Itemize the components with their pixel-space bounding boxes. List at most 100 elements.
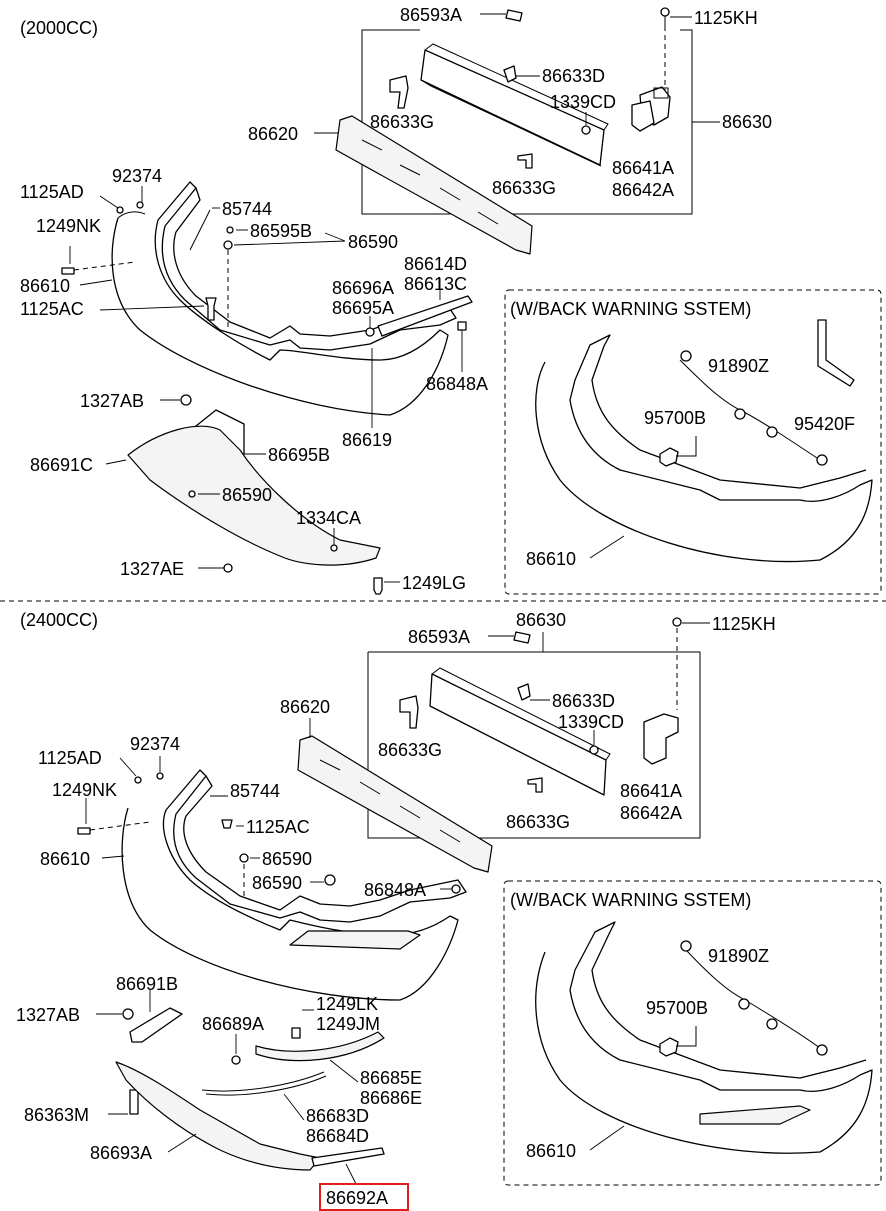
label-86630-2400: 86630 — [516, 610, 566, 630]
bolt-1125kh-2400 — [672, 617, 682, 627]
label-86610-warning-2000: 86610 — [526, 549, 576, 569]
label-95700b-2400: 95700B — [646, 998, 708, 1018]
clip-86633g-b — [517, 153, 533, 169]
trim-86692a — [311, 1147, 385, 1167]
clip-86593a-2400 — [513, 631, 531, 644]
bolt-1249lk — [291, 1027, 301, 1039]
label-85744-2400: 85744 — [230, 781, 280, 801]
bracket-86641a-2400 — [643, 713, 679, 765]
screw-1125ad-2400 — [134, 776, 142, 784]
label-86696a: 86696A — [332, 278, 394, 298]
label-92374-2400: 92374 — [130, 734, 180, 754]
label-86695a: 86695A — [332, 298, 394, 318]
warning-box-2000 — [504, 289, 882, 595]
screw-1125ad — [116, 206, 124, 214]
sensor-1-2400 — [738, 998, 750, 1010]
bracket-86691b — [129, 1007, 183, 1043]
nut-86848a — [457, 321, 467, 331]
bumper-cover-warning-2400 — [535, 921, 873, 1154]
label-86686e-2400: 86686E — [360, 1088, 422, 1108]
sensor-2-2000 — [766, 426, 778, 438]
sensor-95700b — [659, 447, 679, 467]
label-86691b-2400: 86691B — [116, 974, 178, 994]
label-85744: 85744 — [222, 199, 272, 219]
bracket-95420f — [817, 319, 855, 387]
label-1249lk-2400: 1249LK — [316, 994, 378, 1014]
label-1327ab-2400: 1327AB — [16, 1005, 80, 1025]
screw-1125ac-2400 — [221, 819, 233, 829]
label-86590-a-2400: 86590 — [262, 849, 312, 869]
warning-box-title-2000: (W/BACK WARNING SSTEM) — [510, 299, 751, 319]
label-86595b: 86595B — [250, 221, 312, 241]
bolt-1249nk — [61, 267, 75, 275]
label-1327ab: 1327AB — [80, 391, 144, 411]
label-86590-a: 86590 — [348, 232, 398, 252]
clip-86590-a-2400 — [239, 853, 249, 863]
garnish-86685e — [255, 1031, 385, 1062]
label-86614d: 86614D — [404, 254, 467, 274]
nut-1327ab-2400 — [122, 1008, 134, 1020]
clip-86595b — [226, 226, 234, 234]
label-86848a: 86848A — [426, 374, 488, 394]
label-1339cd-2400: 1339CD — [558, 712, 624, 732]
clip-86633g-a-2400 — [399, 695, 419, 729]
clip-86593a — [505, 9, 523, 22]
clip-86633g-b-2400 — [527, 777, 543, 793]
label-86363m-2400: 86363M — [24, 1105, 89, 1125]
label-86848a-2400: 86848A — [364, 880, 426, 900]
sensor-95700b-2400 — [659, 1037, 679, 1057]
label-86691c: 86691C — [30, 455, 93, 475]
label-86633d-2400: 86633D — [552, 691, 615, 711]
clip-86633g-a — [389, 75, 409, 109]
bumper-cover-warning-2000 — [535, 334, 873, 563]
label-86692a-2400[interactable]: 86692A — [326, 1188, 388, 1208]
nut-1327ae — [223, 563, 233, 573]
screw-1125ac — [205, 297, 217, 321]
retainer-92374-2400 — [156, 772, 164, 780]
section-title-2400cc: (2400CC) — [20, 610, 98, 630]
label-86633g-a-2400: 86633G — [378, 740, 442, 760]
clip-86590-b-2400 — [324, 874, 336, 886]
label-1334ca: 1334CA — [296, 508, 361, 528]
label-86633g-b: 86633G — [492, 178, 556, 198]
label-86642a: 86642A — [612, 180, 674, 200]
clip-86590-b — [188, 490, 196, 498]
label-86590-b: 86590 — [222, 485, 272, 505]
clip-86633d — [503, 65, 517, 83]
sensor-1-2000 — [734, 408, 746, 420]
label-95700b-2000: 95700B — [644, 408, 706, 428]
label-91890z-2400: 91890Z — [708, 946, 769, 966]
label-1125ad: 1125AD — [20, 182, 84, 202]
label-86619: 86619 — [342, 430, 392, 450]
sensor-3-2000 — [816, 454, 828, 466]
label-1125kh-2400: 1125KH — [712, 614, 776, 634]
bracket-86613c — [377, 295, 473, 337]
label-86695b: 86695B — [268, 445, 330, 465]
label-86633g-a: 86633G — [370, 112, 434, 132]
reflector-2400 — [289, 930, 421, 950]
label-86590-b-2400: 86590 — [252, 873, 302, 893]
label-91890z-2000: 91890Z — [708, 356, 769, 376]
sensor-2-2400 — [766, 1018, 778, 1030]
nut-1339cd-2400 — [589, 745, 599, 755]
label-1125ad-2400: 1125AD — [38, 748, 102, 768]
label-86633d: 86633D — [542, 66, 605, 86]
bumper-cover-2000 — [111, 181, 457, 416]
highlight-box-86692a[interactable] — [319, 1183, 409, 1211]
label-1327ae: 1327AE — [120, 559, 184, 579]
label-86630: 86630 — [722, 112, 772, 132]
section-title-2000cc: (2000CC) — [20, 18, 98, 38]
clip-86590-a — [223, 240, 233, 250]
reflector-warning-2400 — [699, 1105, 811, 1125]
label-86693a-2400: 86693A — [90, 1143, 152, 1163]
label-86610: 86610 — [20, 276, 70, 296]
label-86684d-2400: 86684D — [306, 1126, 369, 1146]
label-86620-2400: 86620 — [280, 697, 330, 717]
label-86641a: 86641A — [612, 158, 674, 178]
connector-91890z — [680, 350, 692, 362]
undercover-86691c — [127, 425, 381, 566]
label-1249jm-2400: 1249JM — [316, 1014, 380, 1034]
label-86610-2400: 86610 — [40, 849, 90, 869]
label-1249nk-2400: 1249NK — [52, 780, 117, 800]
reinforcement-box-2000 — [361, 29, 693, 215]
